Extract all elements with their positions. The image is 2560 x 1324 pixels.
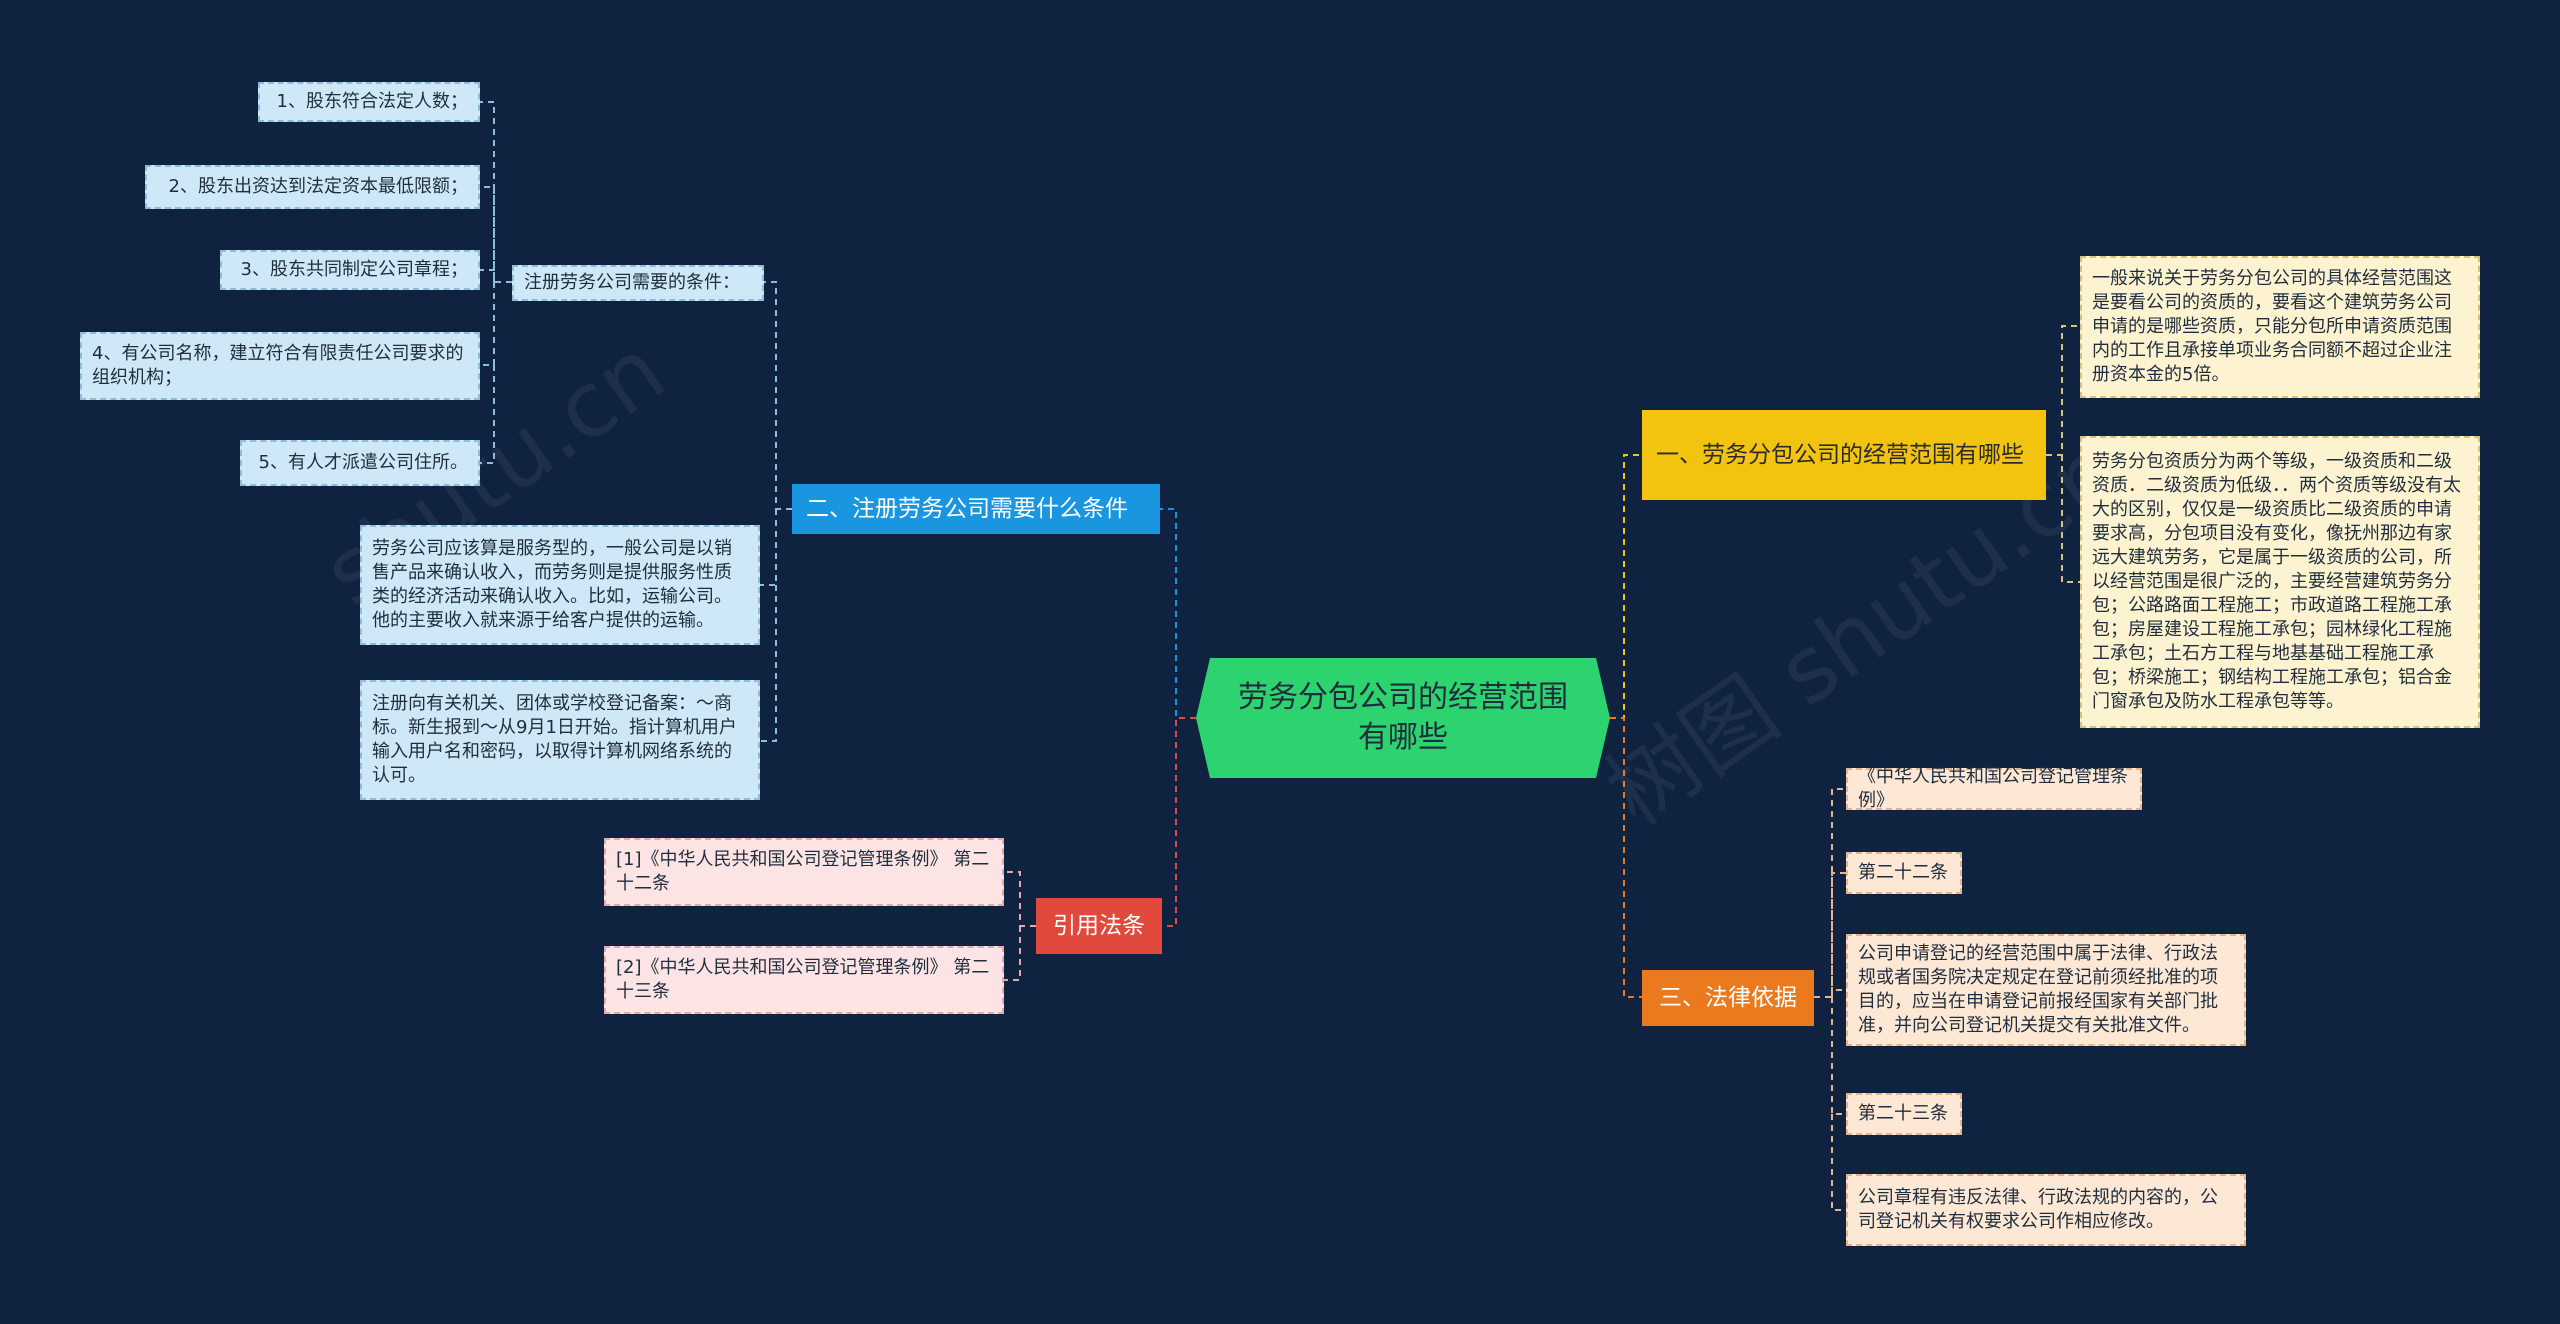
branch-business-scope[interactable]: 一、劳务分包公司的经营范围有哪些 [1642,410,2046,500]
connector-root-b2 [1162,717,1196,927]
legal-text: 第二十三条 [1858,1103,1948,1124]
conditions-group[interactable]: 注册劳务公司需要的条件： [512,265,764,301]
condition-text: 3、股东共同制定公司章程； [240,259,468,280]
branch-registration-conditions[interactable]: 二、注册劳务公司需要什么条件 [792,484,1160,534]
scope-item[interactable]: 劳务分包资质分为两个等级，一级资质和二级资质．二级资质为低级．．两个资质等级没有… [2080,436,2480,728]
legal-item[interactable]: 公司申请登记的经营范围中属于法律、行政法规或者国务院决定规定在登记前须经批准的项… [1846,934,2246,1046]
connector-cond2 [480,186,495,282]
connector-b4-item3 [1831,989,1846,997]
connector-b4-item2 [1831,872,1846,997]
legal-text: 第二十二条 [1858,862,1948,883]
connector-cond5 [480,365,495,464]
legal-text: 公司章程有违反法律、行政法规的内容的，公司登记机关有权要求公司作相应修改。 [1858,1187,2218,1232]
connector-b2-item1 [1004,871,1036,927]
condition-item[interactable]: 4、有公司名称，建立符合有限责任公司要求的组织机构； [80,332,480,400]
connector-b4-item5 [1831,1114,1846,1211]
connector-b1-note2 [760,585,777,742]
legal-item[interactable]: 《中华人民共和国公司登记管理条例》 [1846,766,2142,811]
legal-item[interactable]: 公司章程有违反法律、行政法规的内容的，公司登记机关有权要求公司作相应修改。 [1846,1174,2246,1246]
connector-b4-item1 [1814,788,1846,998]
branch-cited-articles[interactable]: 引用法条 [1036,898,1162,954]
condition-item[interactable]: 5、有人才派遣公司住所。 [240,440,480,486]
branch-label: 一、劳务分包公司的经营范围有哪些 [1656,442,2024,468]
connector-root-b3 [1610,454,1642,719]
cited-article-text: [1]《中华人民共和国公司登记管理条例》 第二十二条 [616,849,990,894]
scope-text: 一般来说关于劳务分包公司的具体经营范围这是要看公司的资质的，要看这个建筑劳务公司… [2092,268,2452,385]
note-item[interactable]: 劳务公司应该算是服务型的，一般公司是以销售产品来确认收入，而劳务则是提供服务性质… [360,525,760,645]
branch-legal-basis[interactable]: 三、法律依据 [1642,970,1814,1026]
connector-b1-group [764,281,792,510]
condition-item[interactable]: 3、股东共同制定公司章程； [220,250,480,290]
condition-text: 5、有人才派遣公司住所。 [258,452,468,473]
note-text: 注册向有关机关、团体或学校登记备案：～商标。新生报到～从9月1日开始。指计算机用… [372,693,737,786]
connector-cond1 [480,101,512,283]
legal-item[interactable]: 第二十三条 [1846,1093,1962,1135]
connector-root-b4 [1610,717,1642,998]
branch-label: 三、法律依据 [1659,985,1797,1011]
cited-article-item[interactable]: [1]《中华人民共和国公司登记管理条例》 第二十二条 [604,838,1004,906]
conditions-group-label: 注册劳务公司需要的条件： [524,272,740,293]
condition-text: 4、有公司名称，建立符合有限责任公司要求的组织机构； [92,343,464,388]
connector-b1-note1 [760,509,777,586]
legal-text: 公司申请登记的经营范围中属于法律、行政法规或者国务院决定规定在登记前须经批准的项… [1858,943,2218,1036]
branch-label: 二、注册劳务公司需要什么条件 [806,496,1128,522]
scope-item[interactable]: 一般来说关于劳务分包公司的具体经营范围这是要看公司的资质的，要看这个建筑劳务公司… [2080,256,2480,398]
connector-b3-item2 [2061,455,2080,583]
condition-text: 1、股东符合法定人数； [276,91,468,112]
legal-text: 《中华人民共和国公司登记管理条例》 [1858,766,2128,811]
connector-cond3 [480,269,495,282]
branch-label: 引用法条 [1053,913,1145,939]
condition-item[interactable]: 2、股东出资达到法定资本最低限额； [145,165,480,209]
connector-b4-item4 [1831,997,1846,1115]
connector-b3-item1 [2046,325,2080,456]
root-topic-label: 劳务分包公司的经营范围有哪些 [1238,680,1568,755]
root-topic[interactable]: 劳务分包公司的经营范围有哪些 [1196,658,1610,778]
legal-item[interactable]: 第二十二条 [1846,852,1962,894]
note-item[interactable]: 注册向有关机关、团体或学校登记备案：～商标。新生报到～从9月1日开始。指计算机用… [360,680,760,800]
condition-text: 2、股东出资达到法定资本最低限额； [168,176,468,197]
cited-article-text: [2]《中华人民共和国公司登记管理条例》 第二十三条 [616,957,990,1002]
note-text: 劳务公司应该算是服务型的，一般公司是以销售产品来确认收入，而劳务则是提供服务性质… [372,538,732,631]
connector-b2-item2 [1004,926,1021,981]
connector-root-b1 [1160,508,1196,719]
cited-article-item[interactable]: [2]《中华人民共和国公司登记管理条例》 第二十三条 [604,946,1004,1014]
condition-item[interactable]: 1、股东符合法定人数； [258,82,480,122]
scope-text: 劳务分包资质分为两个等级，一级资质和二级资质．二级资质为低级．．两个资质等级没有… [2092,451,2461,712]
connector-cond4 [480,282,495,366]
